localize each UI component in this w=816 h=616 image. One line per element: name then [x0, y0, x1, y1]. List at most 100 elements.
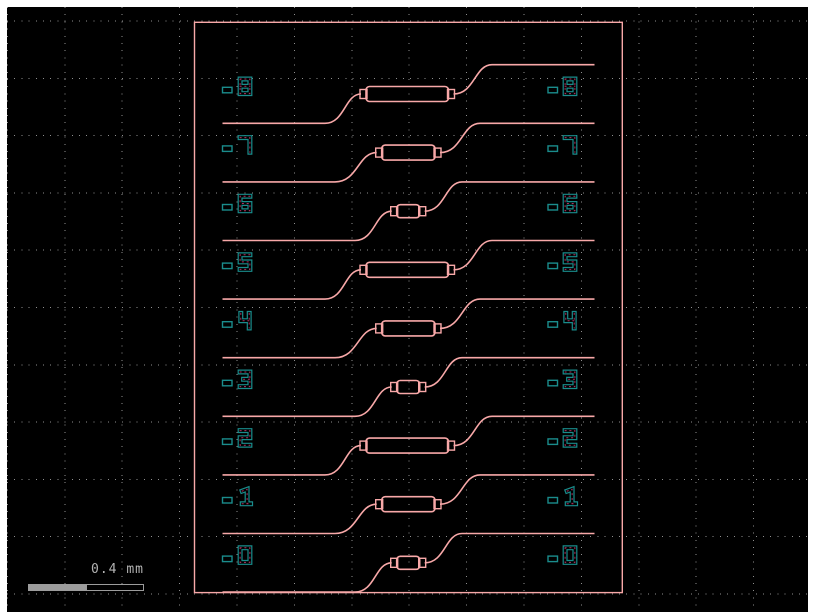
- label-digit-dots: [564, 78, 576, 95]
- waveguide-input-bend[interactable]: [222, 444, 362, 476]
- label-dash: [547, 145, 559, 153]
- label-digit-dots: [566, 488, 577, 505]
- scale-bar-outline-segment: [86, 584, 144, 591]
- device-taper-right: [418, 381, 427, 393]
- label-digit-dots: [564, 371, 576, 388]
- device-taper-left: [375, 499, 384, 510]
- device-taper-left: [390, 381, 399, 393]
- device-taper-left: [375, 323, 384, 334]
- channel-4-trace[interactable]: [221, 298, 595, 359]
- channel-7-trace[interactable]: [221, 122, 595, 183]
- label-digit-dots: [239, 195, 251, 212]
- label-dash: [547, 262, 559, 270]
- scale-bar-label: 0.4 mm: [91, 562, 144, 577]
- waveguide-output-bend[interactable]: [424, 532, 595, 564]
- waveguide-output-bend[interactable]: [439, 474, 595, 505]
- layout-drawing[interactable]: [7, 7, 808, 612]
- waveguide-input-bend[interactable]: [222, 151, 377, 183]
- channel-label-right: [547, 135, 578, 155]
- waveguide-input-bend[interactable]: [222, 562, 392, 593]
- channel-5-trace[interactable]: [221, 239, 595, 300]
- label-digit-dots: [565, 312, 575, 329]
- waveguide-output-bend[interactable]: [424, 181, 595, 212]
- layout-canvas[interactable]: 0.4 mm: [7, 7, 808, 612]
- channel-6-trace[interactable]: [221, 181, 595, 242]
- device-body[interactable]: [365, 437, 450, 454]
- channel-2-trace[interactable]: [221, 415, 595, 476]
- channel-label-left: [221, 428, 253, 448]
- label-dash: [221, 203, 233, 211]
- waveguide-input-bend[interactable]: [222, 327, 377, 359]
- label-dash: [221, 438, 233, 446]
- label-dash: [221, 321, 233, 328]
- label-digit-dots: [240, 312, 250, 329]
- waveguide-output-bend[interactable]: [453, 415, 595, 447]
- label-digit-dots: [239, 547, 251, 563]
- waveguide-input-bend[interactable]: [222, 386, 392, 418]
- device-taper-right: [433, 147, 442, 158]
- channel-label-left: [221, 369, 253, 390]
- label-digit-dots: [239, 371, 251, 388]
- label-dash: [547, 86, 559, 94]
- waveguide-output-bend[interactable]: [439, 298, 595, 330]
- device-taper-right: [433, 323, 442, 334]
- label-digit-dots: [564, 195, 576, 212]
- waveguide-input-bend[interactable]: [222, 503, 377, 535]
- device-body[interactable]: [365, 261, 450, 279]
- channel-label-right: [547, 545, 578, 565]
- device-taper-right: [418, 557, 427, 568]
- device-taper-left: [359, 88, 368, 100]
- channel-3-trace[interactable]: [221, 356, 595, 418]
- channel-label-left: [221, 252, 253, 272]
- channel-0-trace[interactable]: [221, 532, 595, 593]
- device-taper-left: [359, 264, 368, 275]
- channel-8-trace[interactable]: [221, 63, 595, 125]
- device-taper-right: [433, 499, 442, 510]
- channel-label-left: [221, 193, 253, 214]
- device-taper-right: [446, 440, 456, 451]
- channel-label-left: [221, 545, 253, 565]
- scale-bar-filled-segment: [28, 584, 86, 591]
- channel-1-trace[interactable]: [221, 474, 595, 535]
- waveguide-output-bend[interactable]: [439, 122, 595, 154]
- device-body[interactable]: [365, 85, 450, 103]
- label-dash: [221, 145, 233, 153]
- channel-label-right: [547, 193, 578, 214]
- device-body[interactable]: [395, 379, 421, 395]
- label-digit-outline: [237, 135, 253, 155]
- device-body[interactable]: [380, 320, 436, 337]
- design-boundary[interactable]: [193, 21, 623, 594]
- label-dash: [547, 379, 559, 387]
- label-digit-dots: [241, 488, 252, 505]
- label-dash: [547, 203, 559, 211]
- channel-label-right: [547, 252, 578, 272]
- label-digit-outline: [237, 545, 253, 565]
- label-dash: [221, 262, 233, 270]
- label-dash: [221, 86, 233, 94]
- device-body[interactable]: [380, 144, 436, 161]
- label-dash: [547, 496, 559, 504]
- channel-label-right: [547, 310, 577, 331]
- channel-label-left: [221, 485, 254, 507]
- waveguide-input-bend[interactable]: [222, 269, 362, 300]
- label-digit-outline: [562, 545, 578, 565]
- device-body[interactable]: [395, 203, 421, 219]
- label-digit-inner: [563, 253, 577, 271]
- waveguide-output-bend[interactable]: [453, 63, 595, 95]
- waveguide-input-bend[interactable]: [222, 210, 392, 242]
- device-body[interactable]: [395, 555, 421, 571]
- waveguide-output-bend[interactable]: [453, 239, 595, 271]
- device-body[interactable]: [380, 495, 436, 513]
- label-dash: [221, 555, 233, 563]
- channel-label-left: [221, 135, 253, 155]
- label-digit-inner: [563, 429, 577, 447]
- waveguide-input-bend[interactable]: [222, 93, 362, 125]
- label-dash: [547, 321, 559, 328]
- channel-label-left: [221, 310, 252, 331]
- device-taper-right: [446, 88, 456, 100]
- channel-label-right: [547, 76, 578, 97]
- label-dash: [221, 379, 233, 387]
- channel-label-left: [221, 76, 253, 97]
- waveguide-output-bend[interactable]: [424, 356, 595, 388]
